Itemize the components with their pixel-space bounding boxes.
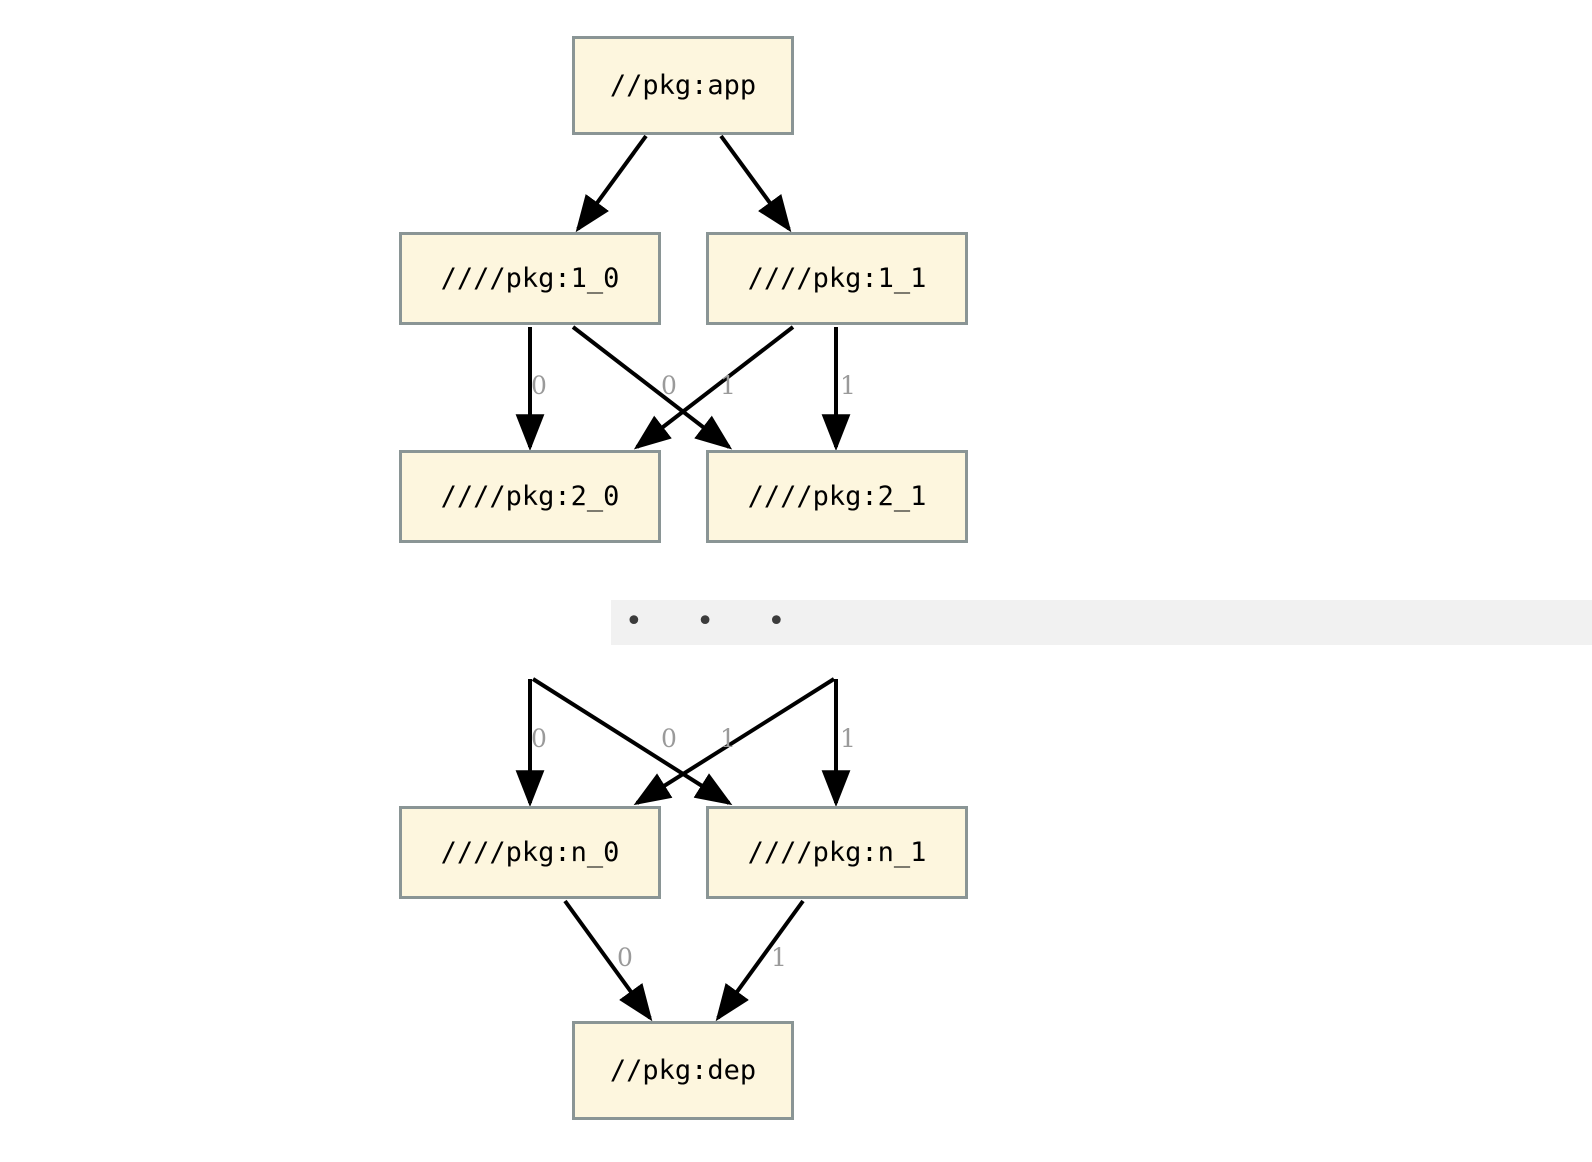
edge-label-lbl-dep-0: 0	[617, 943, 633, 972]
edge-label-lbl-lower-0b: 0	[661, 724, 677, 753]
edge-label-lbl-upper-0a: 0	[531, 371, 547, 400]
edge-n_0-to-dep	[563, 899, 653, 1022]
edge-label-lbl-upper-0b: 0	[661, 371, 677, 400]
node-n2_0[interactable]: ////pkg:2_0	[399, 450, 661, 543]
node-nn_1[interactable]: ////pkg:n_1	[706, 806, 968, 899]
edge-1_0-to-2_1	[571, 325, 733, 450]
edge-label-lbl-dep-1: 1	[771, 943, 787, 972]
edge-label-lbl-lower-1a: 1	[720, 724, 736, 753]
node-n2_1[interactable]: ////pkg:2_1	[706, 450, 968, 543]
node-label-n2_0: ////pkg:2_0	[440, 481, 620, 512]
edge-label-lbl-upper-1a: 1	[720, 371, 736, 400]
node-label-dep: //pkg:dep	[609, 1055, 757, 1086]
ellipsis-separator-band: • • •	[611, 600, 1592, 645]
edge-app-to-1_0	[575, 134, 648, 233]
ellipsis-dots: • • •	[625, 604, 808, 639]
node-dep[interactable]: //pkg:dep	[572, 1021, 794, 1120]
edge-label-lbl-lower-0a: 0	[531, 724, 547, 753]
node-nn_0[interactable]: ////pkg:n_0	[399, 806, 661, 899]
node-app[interactable]: //pkg:app	[572, 36, 794, 135]
node-label-nn_0: ////pkg:n_0	[440, 837, 620, 868]
node-label-n1_0: ////pkg:1_0	[440, 263, 620, 294]
edges-group	[515, 134, 851, 1022]
edge-label-lbl-lower-1b: 1	[840, 724, 856, 753]
edge-ellipsis-to-n_1	[531, 677, 733, 806]
edge-1_1-to-2_0	[633, 325, 795, 450]
node-n1_0[interactable]: ////pkg:1_0	[399, 232, 661, 325]
edge-n_1-to-dep	[715, 899, 805, 1022]
node-label-app: //pkg:app	[609, 70, 757, 101]
node-n1_1[interactable]: ////pkg:1_1	[706, 232, 968, 325]
node-label-n1_1: ////pkg:1_1	[747, 263, 927, 294]
edge-label-lbl-upper-1b: 1	[840, 371, 856, 400]
node-label-n2_1: ////pkg:2_1	[747, 481, 927, 512]
edge-app-to-1_1	[719, 134, 792, 233]
edge-ellipsis-to-n_0-b	[633, 677, 836, 806]
node-label-nn_1: ////pkg:n_1	[747, 837, 927, 868]
